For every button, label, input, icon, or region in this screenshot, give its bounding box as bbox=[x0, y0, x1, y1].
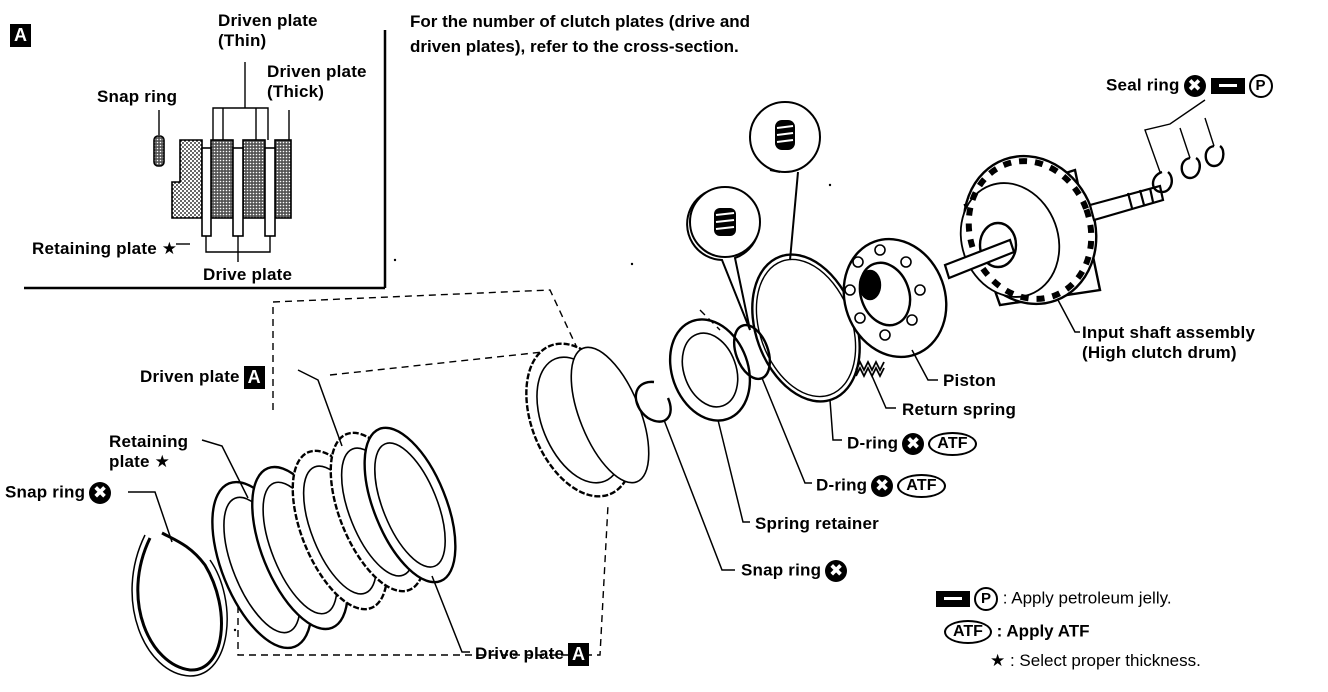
inset-driven-thin-1 bbox=[210, 139, 234, 219]
snap-ring-outer-label: Snap ring✖ bbox=[5, 482, 112, 504]
inset-driven-thin-label: Driven plate (Thin) bbox=[218, 11, 318, 50]
note-line2: driven plates), refer to the cross-secti… bbox=[410, 36, 739, 56]
inner-snap-ring bbox=[634, 380, 672, 423]
return-spring bbox=[855, 359, 885, 379]
inset-retaining-plate-text: Retaining plate bbox=[32, 239, 157, 258]
clutch-pack bbox=[211, 342, 650, 650]
d-ring-large-text: D-ring bbox=[847, 433, 899, 453]
inset-drive-plate-3 bbox=[264, 147, 276, 237]
driven-plate-text: Driven plate bbox=[140, 366, 240, 386]
legend-atf-text: : Apply ATF bbox=[996, 621, 1090, 641]
center-axis-dots bbox=[233, 183, 832, 632]
seal-ring-text: Seal ring bbox=[1106, 75, 1180, 95]
legend-select: ★ : Select proper thickness. bbox=[990, 651, 1201, 671]
note-line1: For the number of clutch plates (drive a… bbox=[410, 12, 751, 31]
piston-holes bbox=[844, 244, 926, 341]
inset-frame bbox=[24, 30, 387, 290]
inset-drive-plate-1 bbox=[201, 147, 212, 237]
d-ring-small-label: D-ring✖ATF bbox=[816, 474, 946, 498]
petroleum-jelly-brush-icon bbox=[936, 591, 970, 607]
input-shaft-label: Input shaft assembly (High clutch drum) bbox=[1082, 323, 1255, 362]
legend-atf: ATF : Apply ATF bbox=[944, 620, 1090, 644]
d-ring-large-label: D-ring✖ATF bbox=[847, 432, 977, 456]
spring-retainer-label: Spring retainer bbox=[755, 514, 879, 533]
cross-section-note: For the number of clutch plates (drive a… bbox=[410, 10, 750, 59]
drum-splines bbox=[965, 158, 1095, 302]
replace-x-icon: ✖ bbox=[902, 433, 925, 455]
replace-x-icon: ✖ bbox=[871, 475, 894, 497]
badge-a-icon: A bbox=[243, 366, 265, 389]
atf-icon: ATF bbox=[944, 620, 992, 644]
input-shaft bbox=[943, 184, 1165, 280]
piston-parts bbox=[634, 253, 861, 423]
replace-x-icon: ✖ bbox=[1183, 75, 1206, 97]
inset-drive-plate-2 bbox=[232, 147, 244, 237]
inset-badge: A bbox=[10, 24, 31, 47]
seal-ring-leaders bbox=[1144, 99, 1215, 173]
inset-retaining-plate bbox=[171, 139, 203, 219]
d-ring-small-text: D-ring bbox=[816, 475, 868, 495]
atf-icon: ATF bbox=[897, 474, 946, 498]
d-ring-small bbox=[732, 323, 772, 381]
inset-driven-thick-line1: Driven plate bbox=[267, 62, 367, 81]
legend-petroleum-text: : Apply petroleum jelly. bbox=[1002, 588, 1172, 608]
spring-retainer bbox=[668, 318, 752, 422]
star-icon: ★ bbox=[990, 651, 1006, 670]
input-shaft-line1: Input shaft assembly bbox=[1082, 323, 1256, 342]
piston-label: Piston bbox=[943, 371, 997, 390]
snap-ring-inner-label: Snap ring✖ bbox=[741, 560, 848, 582]
inset-driven-thin-2 bbox=[242, 139, 266, 219]
seal-rings bbox=[1151, 144, 1225, 194]
replace-x-icon: ✖ bbox=[89, 482, 112, 504]
badge-a-icon: A bbox=[568, 643, 590, 666]
inset-driven-thin-line2: (Thin) bbox=[218, 30, 267, 50]
piston bbox=[842, 237, 948, 359]
snap-ring-inner-text: Snap ring bbox=[741, 560, 822, 580]
retaining-line2-row: plate ★ bbox=[109, 452, 188, 472]
inset-star-icon: ★ bbox=[161, 239, 178, 258]
retaining-plate-label: Retaining plate ★ bbox=[109, 432, 188, 471]
inset-snap-ring bbox=[153, 135, 165, 167]
input-shaft-line2: (High clutch drum) bbox=[1082, 342, 1237, 362]
leader-lines bbox=[128, 299, 1080, 653]
inset-leaders bbox=[158, 62, 290, 262]
replace-x-icon: ✖ bbox=[825, 560, 848, 582]
outer-snap-ring bbox=[136, 531, 223, 672]
inset-driven-thick bbox=[274, 139, 292, 219]
inset-driven-thick-line2: (Thick) bbox=[267, 81, 325, 101]
star-icon: ★ bbox=[154, 451, 171, 471]
petroleum-p-icon: P bbox=[1248, 74, 1273, 98]
petroleum-jelly-brush-icon bbox=[1210, 78, 1245, 94]
retaining-line2: plate bbox=[109, 451, 150, 471]
seal-ring-label: Seal ring✖ P bbox=[1106, 74, 1273, 98]
inset-snap-ring-label: Snap ring bbox=[97, 87, 178, 106]
petroleum-p-icon: P bbox=[974, 587, 998, 611]
inset-driven-thin-line1: Driven plate bbox=[218, 11, 318, 30]
retaining-line1: Retaining bbox=[109, 432, 189, 451]
inset-badge-a: A bbox=[10, 24, 31, 47]
inset-drive-plate-label: Drive plate bbox=[203, 265, 293, 284]
snap-ring-outer-text: Snap ring bbox=[5, 482, 86, 502]
legend-petroleum: P : Apply petroleum jelly. bbox=[936, 587, 1172, 611]
return-spring-label: Return spring bbox=[902, 400, 1017, 419]
legend-select-text: : Select proper thickness. bbox=[1009, 651, 1201, 670]
inset-retaining-plate-label: Retaining plate ★ bbox=[32, 239, 177, 259]
atf-icon: ATF bbox=[928, 432, 977, 456]
drive-plate-text: Drive plate bbox=[475, 643, 565, 663]
inset-driven-thick-label: Driven plate (Thick) bbox=[267, 62, 367, 101]
inset-cross-section bbox=[153, 135, 292, 237]
